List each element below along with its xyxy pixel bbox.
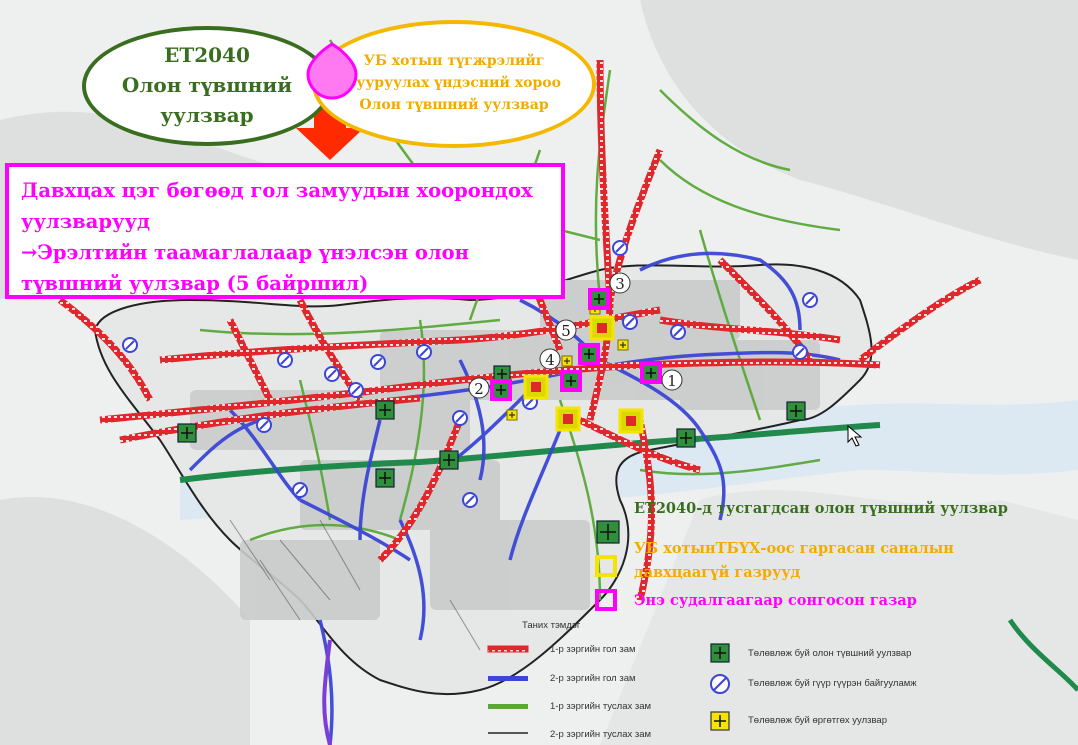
river-east [1007,618,1078,692]
down-arrow-icon [296,102,364,160]
legend-ub-proposal-2: давхцаагүй газрууд [634,564,801,581]
ub-line-3: Олон түвшний уулзвар [359,97,549,113]
marker-3: 3 [609,272,631,294]
multi-level-interchange-icon [786,401,806,421]
bridge-icon [416,344,432,360]
marker-4: 4 [539,348,561,370]
bridge-icon [122,337,138,353]
ub-committee-callout: УБ хотын түгжрэлийг бууруулах үндэсний х… [312,20,596,148]
multi-level-interchange-icon [375,400,395,420]
marker-2: 2 [468,377,490,399]
bridge-icon [462,492,478,508]
title-line-2: уулзварууд [21,210,150,233]
study-site-1 [640,362,662,384]
multi-level-interchange-icon [439,450,459,470]
legend-ub-proposal-1: УБ хотынТБҮХ-оос гаргасан саналын [634,540,954,557]
marker-5: 5 [555,319,577,341]
ub-proposal-sites [523,315,644,434]
bridge-icon [277,352,293,368]
et-line-1: ЕТ2040 [164,43,250,67]
title-line-3: →Эрэлтийн таамаглалаар үнэлсэн олон [21,241,469,264]
study-site-5 [578,343,600,365]
legend-road2: 2-р зэргийн гол зам [550,673,636,684]
multi-level-interchange-icon [523,374,549,400]
bridge-icon [370,354,386,370]
ub-line-1: УБ хотын түгжрэлийг [363,53,545,69]
expansion-junction-icon [561,355,573,367]
bridge-icon [256,417,272,433]
multi-level-interchange-icon [676,428,696,448]
multi-level-interchange-icon [375,468,395,488]
study-site-4 [560,370,582,392]
legend-symbols [487,643,730,734]
legend-road3: 1-р зэргийн туслах зам [550,701,652,712]
multi-level-interchange-icon [618,408,644,434]
marker-1-label: 1 [667,372,677,390]
marker-4-label: 4 [545,351,555,369]
ub-line-2: бууруулах үндэсний хороо [347,75,561,91]
overlap-shape [306,42,358,100]
marker-3-label: 3 [615,275,625,293]
title-box: Давхцах цэг бөгөөд гол замуудын хоорондо… [5,163,565,299]
bridge-icon [792,344,808,360]
expansion-junction-icon [710,711,730,731]
bridge-icon [670,324,686,340]
minor-roads [229,519,481,651]
number-markers: 1 2 3 4 5 [468,272,683,399]
legend-title: Таних тэмдэг [522,620,581,631]
bridge-icon [710,674,730,694]
expansion-junction-icon [617,339,629,351]
legend-study-sites: Энэ судалгаагаар сонгосон газар [634,592,917,609]
marker-5-label: 5 [561,322,571,340]
legend-road4: 2-р зэргийн туслах зам [550,729,652,740]
main-legend-symbols [595,520,620,611]
multi-level-interchange-icon [710,643,730,663]
multi-level-interchange-icon [589,315,615,341]
bridge-icons [122,240,818,508]
bridge-icon [612,240,628,256]
bridge-icon [324,366,340,382]
marker-1: 1 [661,369,683,391]
legend-sym2: Төлөвлөж буй гүүр гүүрэн байгууламж [748,678,917,689]
study-sites [490,288,662,401]
et2040-callout: ЕТ2040 Олон түвшний уулзвар [82,26,332,146]
et-line-2: Олон түвшний [121,73,293,97]
bridge-icon [802,292,818,308]
multi-level-interchange-icon [596,520,620,544]
et-line-3: уулзвар [160,103,254,127]
title-line-4: түвшний уулзвар (5 байршил) [21,272,369,295]
et2040-interchanges [177,365,806,488]
expansion-junction-icon [506,409,518,421]
legend-road1: 1-р зэргийн гол зам [550,644,636,655]
legend-sym1: Төлөвлөж буй олон түвшний уулзвар [748,648,912,659]
purple-road [322,639,332,745]
legend-sym3: Төлөвлөж буй өргөтгөх уулзвар [748,715,887,726]
bridge-icon [452,410,468,426]
cursor-icon [847,424,863,447]
title-line-1: Давхцах цэг бөгөөд гол замуудын хоорондо… [21,179,533,202]
bridge-icon [292,482,308,498]
study-site-3 [588,288,610,310]
bridge-icon [622,314,638,330]
multi-level-interchange-icon [555,406,581,432]
marker-2-label: 2 [474,380,484,398]
bridge-icon [348,382,364,398]
study-site-2 [490,379,512,401]
multi-level-interchange-icon [177,423,197,443]
legend-et2040: ЕТ2040-д тусгагдсан олон түвшний уулзвар [634,500,1008,517]
